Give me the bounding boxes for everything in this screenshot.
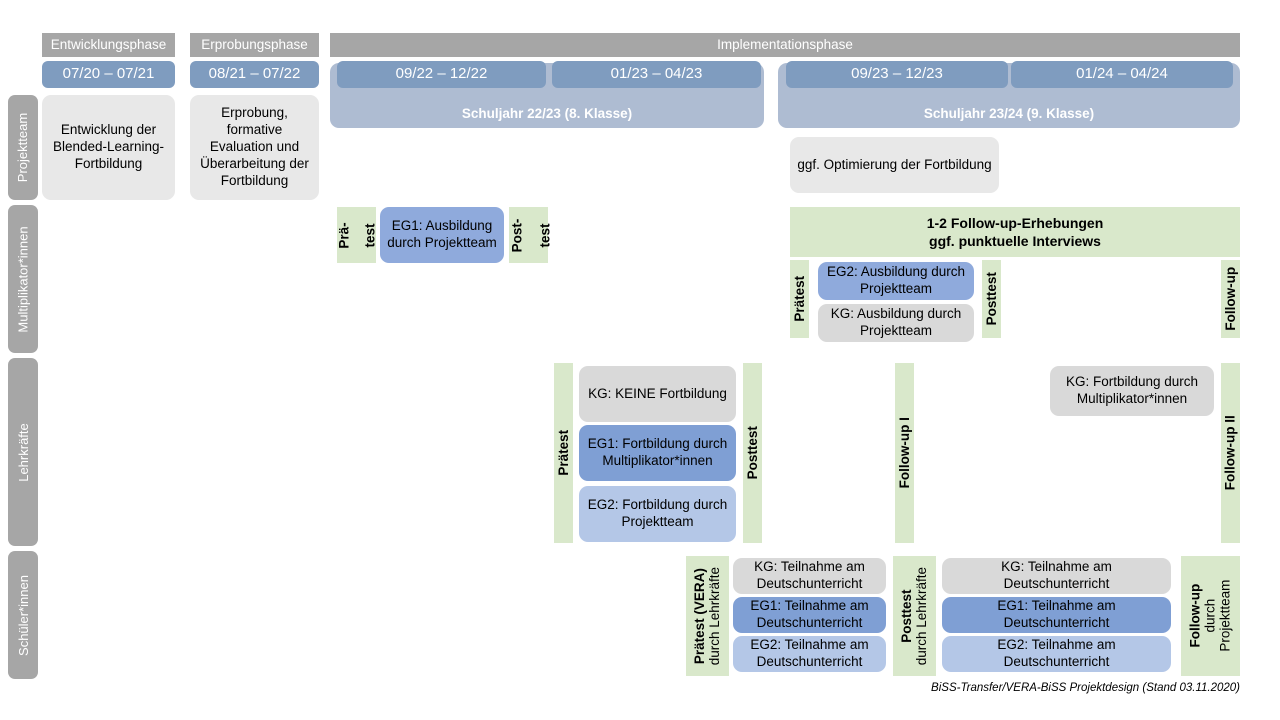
period-label: 01/24 – 04/24 (1076, 65, 1168, 83)
banner-line-2: ggf. punktuelle Interviews (929, 233, 1101, 249)
row-label-projektteam: Projektteam (8, 95, 38, 200)
measure-bar-posttest-lehrkraefte: Posttest (743, 363, 762, 543)
phase-header-label: Implementationsphase (717, 36, 853, 52)
period-chip-2: 09/22 – 12/22 (337, 61, 546, 88)
box-optimierung-fortbildung: ggf. Optimierung der Fortbildung (790, 137, 999, 193)
box-schueler-left-kg: KG: Teilnahme am Deutschunterricht (733, 558, 886, 594)
banner-line-1: 1-2 Follow-up-Erhebungen (926, 214, 1104, 231)
measure-bar-followup-schueler: Follow-up durch Projektteam (1181, 556, 1240, 676)
measure-bar-praetest-lehrkraefte: Prätest (554, 363, 573, 543)
box-entwicklung-fortbildung: Entwicklung der Blended-Learning-Fortbil… (42, 95, 175, 200)
box-schueler-left-eg2: EG2: Teilnahme am Deutschunterricht (733, 636, 886, 672)
box-schueler-right-eg1: EG1: Teilnahme am Deutschunterricht (942, 597, 1171, 633)
measure-bar-praetest-multiplikator: Prä- test (336, 207, 378, 263)
box-eg2-fortbildung-projektteam: EG2: Fortbildung durch Projektteam (579, 486, 736, 542)
box-eg2-ausbildung-projektteam: EG2: Ausbildung durch Projektteam (818, 262, 974, 300)
row-label-schueler: Schüler*innen (8, 551, 38, 679)
measure-bar-followup-2-lehrkraefte: Follow-up II (1221, 363, 1240, 543)
period-chip-5: 01/24 – 04/24 (1011, 61, 1233, 88)
posttest-line-1: Post- (509, 218, 524, 252)
measure-bar-praetest-vera-schueler: Prätest (VERA) durch Lehrkräfte (686, 556, 729, 676)
period-chip-3: 01/23 – 04/23 (552, 61, 761, 88)
period-label: 01/23 – 04/23 (610, 65, 703, 83)
period-chip-4: 09/23 – 12/23 (786, 61, 1008, 88)
box-kg-fortbildung-multiplikator: KG: Fortbildung durch Multiplikator*inne… (1050, 366, 1214, 416)
banner-followup-erhebungen: 1-2 Follow-up-Erhebungen ggf. punktuelle… (790, 207, 1240, 257)
praetest-vera-stack: Prätest (VERA) durch Lehrkräfte (692, 566, 723, 666)
box-kg-keine-fortbildung: KG: KEINE Fortbildung (579, 366, 736, 422)
posttest-stack: Posttest durch Lehrkräfte (899, 566, 930, 666)
period-chip-1: 08/21 – 07/22 (190, 61, 319, 88)
phase-header-erprobungsphase: Erprobungsphase (190, 33, 319, 57)
box-eg1-fortbildung-multiplikator: EG1: Fortbildung durch Multiplikator*inn… (579, 425, 736, 481)
measure-bar-followup-1-lehrkraefte: Follow-up I (895, 363, 914, 543)
measure-bar-posttest-multiplikator-2: Posttest (982, 260, 1001, 338)
box-eg1-ausbildung-projektteam: EG1: Ausbildung durch Projektteam (380, 207, 504, 263)
praetest-line-2: test (362, 222, 378, 248)
phase-header-label: Erprobungsphase (201, 36, 308, 52)
row-label-multiplikator: Multiplikator*innen (8, 205, 38, 353)
praetest-line-1: Prä- (336, 221, 352, 249)
period-label: 08/21 – 07/22 (208, 65, 301, 83)
box-schueler-right-eg2: EG2: Teilnahme am Deutschunterricht (942, 636, 1171, 672)
measure-bar-posttest-multiplikator: Post- test (509, 207, 553, 263)
period-label: 07/20 – 07/21 (62, 65, 155, 83)
period-label: 09/23 – 12/23 (851, 65, 943, 83)
box-schueler-right-kg: KG: Teilnahme am Deutschunterricht (942, 558, 1171, 594)
box-erprobung-evaluation: Erprobung, formative Evaluation und Über… (190, 95, 319, 200)
measure-bar-praetest-multiplikator-2: Prätest (790, 260, 809, 338)
school-year-label: Schuljahr 23/24 (9. Klasse) (923, 106, 1095, 121)
phase-header-entwicklungsphase: Entwicklungsphase (42, 33, 175, 57)
period-label: 09/22 – 12/22 (395, 65, 488, 83)
measure-bar-posttest-schueler: Posttest durch Lehrkräfte (893, 556, 936, 676)
followup-stack: Follow-up durch Projektteam (1187, 579, 1234, 653)
period-chip-0: 07/20 – 07/21 (42, 61, 175, 88)
measure-bar-followup-multiplikator: Follow-up (1221, 260, 1240, 338)
phase-header-label: Entwicklungsphase (50, 36, 167, 52)
box-kg-ausbildung-projektteam: KG: Ausbildung durch Projektteam (818, 304, 974, 342)
box-schueler-left-eg1: EG1: Teilnahme am Deutschunterricht (733, 597, 886, 633)
phase-header-implementationsphase: Implementationsphase (330, 33, 1240, 57)
posttest-line-2: test (537, 222, 553, 248)
footer-caption: BiSS-Transfer/VERA-BiSS Projektdesign (S… (931, 682, 1240, 694)
row-label-lehrkraefte: Lehrkräfte (8, 358, 38, 546)
school-year-label: Schuljahr 22/23 (8. Klasse) (461, 106, 633, 121)
